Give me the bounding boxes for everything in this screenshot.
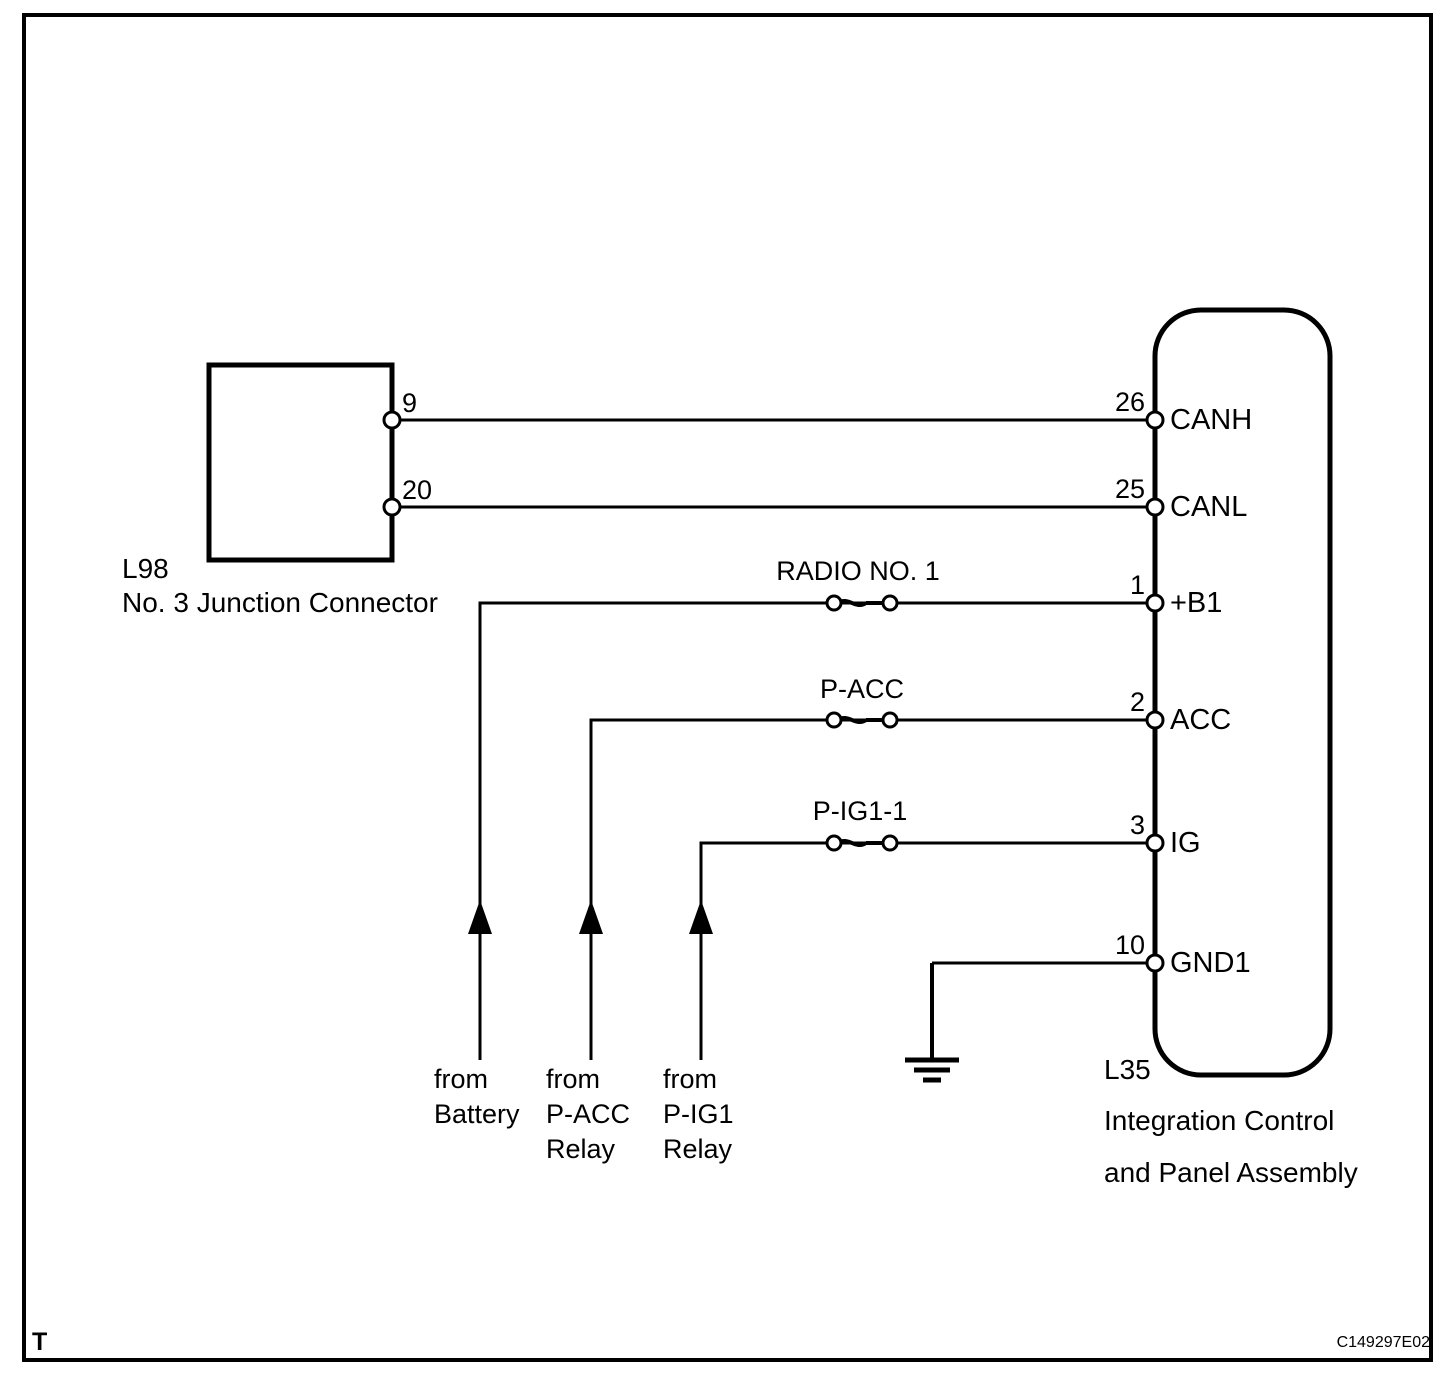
right-component-id: L35 bbox=[1104, 1054, 1151, 1085]
splice-p-acc-left-dot bbox=[825, 711, 843, 729]
source-label-p-acc-line3: Relay bbox=[546, 1134, 616, 1164]
wire-acc bbox=[589, 718, 1155, 1040]
wire-label-p-ig1-1: P-IG1-1 bbox=[812, 796, 908, 826]
source-label-p-acc-line1: from bbox=[546, 1064, 600, 1094]
terminal-label-gnd1: GND1 bbox=[1170, 947, 1251, 979]
junction-connector-box bbox=[206, 362, 395, 563]
source-label-p-acc-line2: P-ACC bbox=[546, 1099, 631, 1129]
pin-circle-3 bbox=[1145, 833, 1165, 853]
source-arrow-battery bbox=[468, 900, 492, 1060]
pin-circle-20 bbox=[382, 497, 402, 517]
source-label-p-ig1-line1: from bbox=[663, 1064, 717, 1094]
figure-code: C149297E02 bbox=[1336, 1334, 1430, 1351]
corner-mark: T bbox=[32, 1328, 48, 1356]
terminal-label-canh: CANH bbox=[1170, 404, 1253, 436]
terminal-label-acc: ACC bbox=[1170, 704, 1232, 736]
pin-circle-25 bbox=[1145, 497, 1165, 517]
pin-number-20: 20 bbox=[402, 475, 433, 505]
pin-circle-26 bbox=[1145, 410, 1165, 430]
pin-circle-1 bbox=[1145, 593, 1165, 613]
left-component-id: L98 bbox=[122, 553, 169, 584]
pin-number-3: 3 bbox=[1129, 810, 1145, 840]
left-component-name: No. 3 Junction Connector bbox=[122, 587, 438, 618]
splice-radio-no-1-right-dot bbox=[881, 594, 899, 612]
pin-number-2: 2 bbox=[1129, 687, 1145, 717]
wire-b1 bbox=[478, 601, 1155, 1040]
source-label-battery-line1: from bbox=[434, 1064, 488, 1094]
wire-label-p-acc: P-ACC bbox=[819, 674, 905, 704]
splice-p-ig1-1-left-dot bbox=[825, 834, 843, 852]
source-label-p-ig1-line2: P-IG1 bbox=[663, 1099, 734, 1129]
pin-number-1: 1 bbox=[1129, 570, 1145, 600]
source-label-p-ig1-line3: Relay bbox=[663, 1134, 733, 1164]
pin-number-25: 25 bbox=[1114, 474, 1145, 504]
pin-number-9: 9 bbox=[402, 388, 418, 418]
ground-symbol bbox=[905, 1057, 959, 1083]
pin-circle-9 bbox=[382, 410, 402, 430]
source-arrow-p-ig1-relay bbox=[689, 900, 713, 1060]
source-arrow-p-acc-relay bbox=[579, 900, 603, 1060]
pin-number-10: 10 bbox=[1114, 930, 1145, 960]
splice-radio-no-1-left-dot bbox=[825, 594, 843, 612]
pin-circle-10 bbox=[1145, 953, 1165, 973]
splice-p-ig1-1-right-dot bbox=[881, 834, 899, 852]
splice-p-acc-right-dot bbox=[881, 711, 899, 729]
diagram-border bbox=[22, 13, 1433, 1362]
integration-control-connector-outline bbox=[1152, 307, 1333, 1078]
terminal-label-b1: +B1 bbox=[1170, 587, 1223, 619]
right-component-name-line2: and Panel Assembly bbox=[1104, 1157, 1358, 1188]
right-component-name-line1: Integration Control bbox=[1104, 1105, 1335, 1136]
pin-number-26: 26 bbox=[1114, 387, 1145, 417]
terminal-label-canl: CANL bbox=[1170, 491, 1248, 523]
terminal-label-ig: IG bbox=[1170, 827, 1201, 859]
pin-circle-2 bbox=[1145, 710, 1165, 730]
wire-label-radio-no-1: RADIO NO. 1 bbox=[776, 556, 940, 586]
source-label-battery-line2: Battery bbox=[434, 1099, 520, 1129]
